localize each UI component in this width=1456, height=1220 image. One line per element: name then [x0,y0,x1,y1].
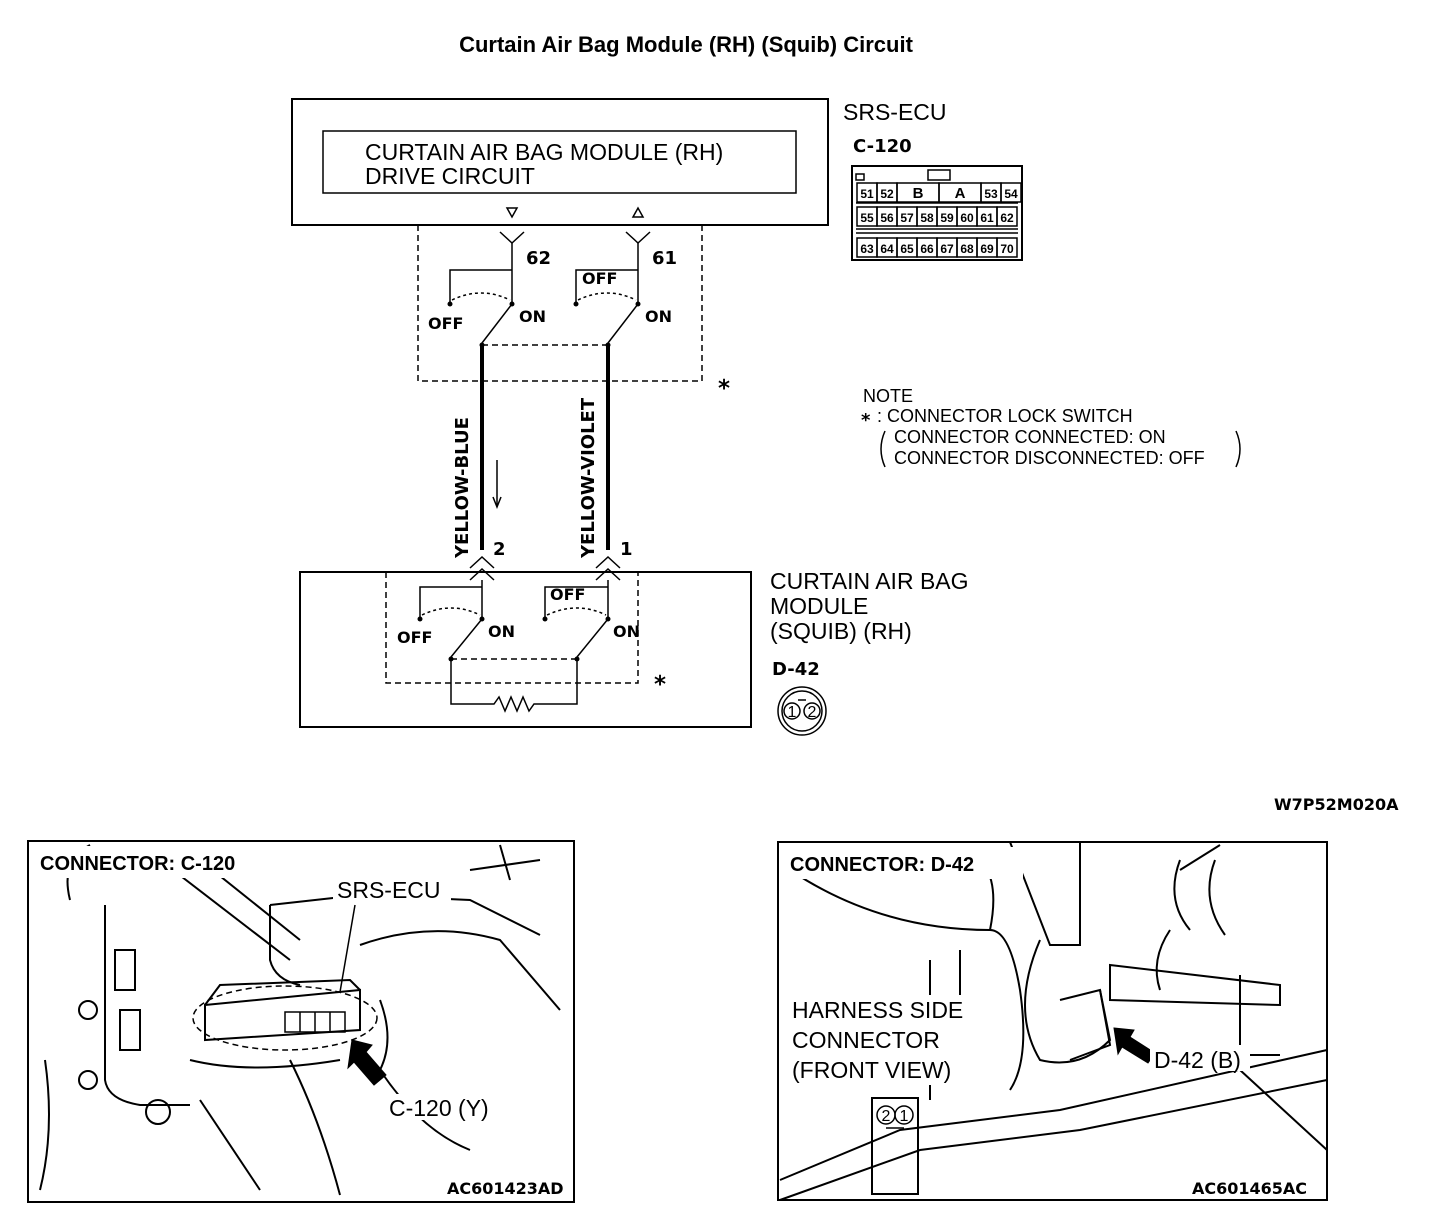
module-left-on-label: ON [488,622,515,641]
photo-d42-connector-label: D-42 (B) [1154,1047,1241,1073]
ecu-right-on-label: ON [645,307,672,326]
ecu-switch-left [447,269,515,348]
diagram-code: W7P52M020A [1274,795,1399,814]
input-triangle [631,206,645,218]
srs-ecu-box [291,98,829,226]
note-asterisk: * [861,410,871,431]
photo-d42-label1: HARNESS SIDE [792,997,963,1023]
ecu-asterisk: * [718,376,730,402]
c120-pin-label: 65 [900,242,914,256]
drive-circuit-box [322,130,797,194]
c120-pins-row2: 55 56 57 58 59 60 61 62 [856,206,1018,227]
c120-pin-label: 61 [980,211,994,225]
drive-circuit-line1: CURTAIN AIR BAG MODULE (RH) [365,139,723,165]
c120-pin-cell [996,206,1018,227]
photo-c120-code: AC601423AD [447,1179,564,1198]
output-triangle [505,207,519,219]
module-left-off-label: OFF [397,628,432,647]
module-asterisk: * [654,672,666,698]
module-switch-right [542,586,611,662]
c120-pin-label: 62 [1000,211,1014,225]
note-left-paren [880,430,886,468]
photo-c120 [27,840,575,1203]
module-right-off-label: OFF [550,585,585,604]
photo-d42-label3: (FRONT VIEW) [792,1057,951,1083]
d42-harness-pin-2: 2 [882,1108,891,1125]
note-right-paren [1235,430,1241,468]
c120-pin-label: 52 [880,187,894,201]
module-name-line1: CURTAIN AIR BAG [770,568,969,594]
c120-pin-cell [1000,182,1022,203]
c120-pin-label: 55 [860,211,874,225]
photo-d42-label2: CONNECTOR [792,1027,940,1053]
c120-pin-label: A [955,185,966,202]
terminal-61-fork [625,231,651,245]
photo-c120-connector-label: C-120 (Y) [389,1095,489,1121]
module-connector-id: D-42 [772,659,820,680]
d42-pin-1: 1 [788,704,797,721]
ecu-right-off-label: OFF [582,269,617,288]
c120-pin-label: 54 [1004,187,1018,201]
c120-pin-cell [996,237,1018,258]
photo-c120-header: CONNECTOR: C-120 [40,853,235,875]
c120-pin-label: 57 [900,211,914,225]
c120-pins-row3: 63 64 65 66 67 68 69 70 [856,237,1018,258]
c120-pin-label: 66 [920,242,934,256]
note-line2: CONNECTOR CONNECTED: ON [894,427,1166,447]
ecu-left-off-label: OFF [428,314,463,333]
c120-pin-label: 56 [880,211,894,225]
terminal-1-fork [595,555,621,569]
c120-pin-label: 63 [860,242,874,256]
c120-connector-face [851,165,1023,261]
drive-circuit-line2: DRIVE CIRCUIT [365,163,535,189]
terminal-2-label: 2 [493,539,506,560]
c120-pin-label: 64 [880,242,894,256]
ecu-left-on-label: ON [519,307,546,326]
note-line1: : CONNECTOR LOCK SWITCH [877,406,1133,426]
c120-pin-label: 51 [860,187,874,201]
photo-d42-code: AC601465AC [1192,1179,1307,1198]
module-lock-switch-region [385,572,639,684]
c120-pin-label: 68 [960,242,974,256]
ecu-connector-id: C-120 [853,136,912,157]
module-right-on-label: ON [613,622,640,641]
c120-pin-label: 53 [984,187,998,201]
c120-pin-label: B [913,185,924,202]
c120-pin-label: 58 [920,211,934,225]
c120-pin-label: 69 [980,242,994,256]
module-name-line3: (SQUIB) (RH) [770,618,912,644]
ecu-name: SRS-ECU [843,99,947,125]
d42-connector-face: 1 2 [777,686,827,736]
terminal-1-label: 1 [620,539,633,560]
page-title: Curtain Air Bag Module (RH) (Squib) Circ… [459,32,913,57]
photo-d42-header: CONNECTOR: D-42 [790,854,974,876]
wire-left-color: YELLOW-BLUE [452,417,473,559]
terminal-62-label: 62 [526,248,551,269]
d42-harness-pin-1: 1 [900,1108,909,1125]
d42-pin-2: 2 [808,704,817,721]
c120-pin-label: 67 [940,242,954,256]
module-box [299,571,752,728]
photo-c120-ecu-label: SRS-ECU [337,877,441,903]
module-switch-left [417,586,485,662]
c120-pin-label: 60 [960,211,974,225]
wire-right-color: YELLOW-VIOLET [578,397,599,559]
photo-d42: 2 1 [777,841,1328,1201]
note-heading: NOTE [863,386,913,406]
terminal-61-label: 61 [652,248,677,269]
c120-pin-label: 70 [1000,242,1014,256]
terminal-62-fork [499,231,525,245]
c120-pin-label: 59 [940,211,954,225]
squib-resistor [450,659,578,713]
module-name-line2: MODULE [770,593,868,619]
note-line3: CONNECTOR DISCONNECTED: OFF [894,448,1205,468]
terminal-2-fork [469,555,495,569]
c120-pins-row1: 51 52 B A 53 54 [856,182,1022,203]
